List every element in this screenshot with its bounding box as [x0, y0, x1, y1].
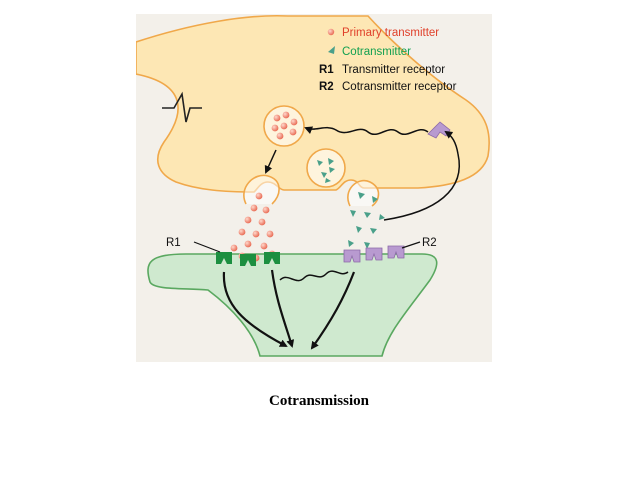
legend-primary-label: Primary transmitter — [342, 27, 439, 39]
presynaptic-terminal — [135, 14, 490, 193]
figure-caption: Cotransmission — [268, 393, 369, 409]
action-potential-icon — [162, 91, 202, 123]
postsynaptic-cell — [147, 253, 438, 357]
legend: Primary transmitter Cotransmitter R1 Tra… — [319, 27, 457, 93]
r1-label: R1 — [166, 237, 181, 249]
signal-arrows — [222, 126, 460, 350]
r2-pointer — [401, 241, 421, 249]
legend-r1-label: Transmitter receptor — [342, 64, 445, 76]
r1-pointer — [193, 241, 221, 253]
primary-vesicle — [263, 105, 305, 147]
legend-r2-label: Cotransmitter receptor — [342, 81, 457, 93]
legend-cotransmitter-label: Cotransmitter — [342, 46, 411, 58]
legend-r2-key: R2 — [319, 81, 334, 93]
cotransmitter-swatch — [328, 46, 335, 54]
fusing-vesicle-primary — [243, 174, 280, 205]
r2-label: R2 — [422, 237, 437, 249]
cotransmitter-vesicle — [306, 148, 346, 188]
r2-receptors — [343, 245, 405, 263]
cotransmission-diagram: R1 R2 Primary transmitter Cotransmitter … — [135, 14, 492, 362]
legend-r1-key: R1 — [319, 64, 334, 76]
r1-receptors — [216, 252, 280, 266]
primary-transmitter-swatch — [327, 28, 335, 36]
released-cotransmitter — [348, 192, 385, 249]
